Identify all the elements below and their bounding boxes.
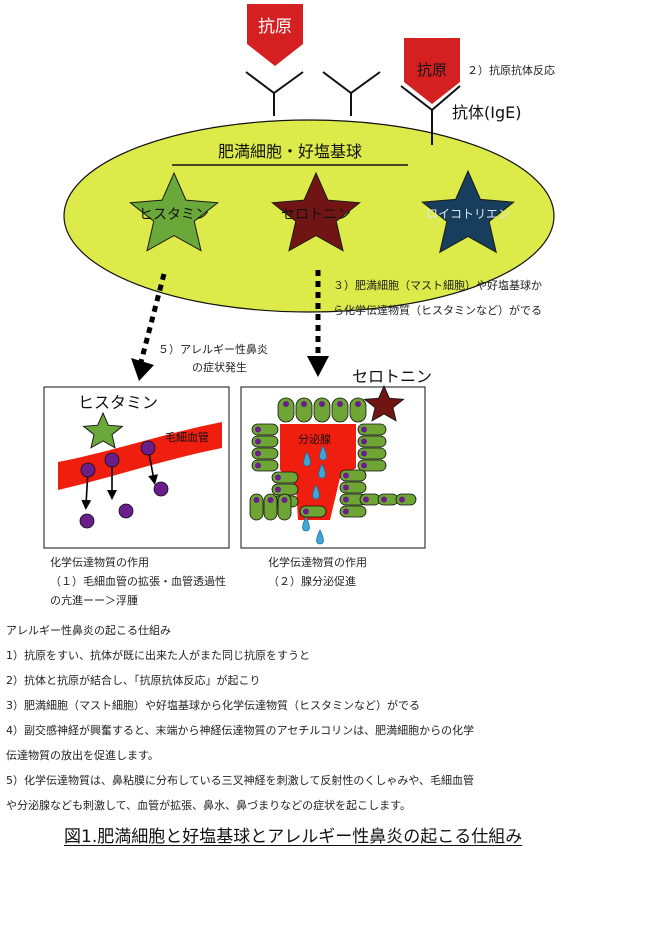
gland-cell-nucleus — [343, 496, 349, 503]
arrow-to-serotonin-head — [307, 356, 329, 377]
leukotriene-star-label: ロイコトリエン — [426, 207, 510, 221]
arrow-to-histamine-head — [131, 358, 154, 381]
figure-caption: 図1.肥満細胞と好塩基球とアレルギー性鼻炎の起こる仕組み — [64, 827, 523, 847]
caption-line: 化学伝達物質の作用 — [268, 556, 367, 569]
granule — [104, 452, 120, 468]
gland-cell — [263, 493, 278, 521]
caption-line: の亢進ーー＞浮腫 — [50, 594, 138, 607]
caption-line: （１）毛細血管の拡張・血管透過性 — [50, 575, 226, 588]
gland-cell-nucleus — [399, 496, 405, 503]
step3-line1: ３）肥満細胞（マスト細胞）や好塩基球か — [333, 278, 542, 292]
gland-cell-nucleus — [355, 401, 361, 407]
gland-cell-nucleus — [255, 426, 261, 433]
serotonin-box-caption: 化学伝達物質の作用 （２）腺分泌促進 — [268, 553, 367, 591]
gland-cell-nucleus — [337, 401, 343, 407]
gland-cell-nucleus — [281, 497, 288, 503]
granule — [118, 503, 134, 519]
arrow-to-histamine-box — [138, 273, 167, 363]
antibody-1 — [245, 71, 304, 116]
body-heading: アレルギー性鼻炎の起こる仕組み — [6, 624, 171, 637]
cell-label: 肥満細胞・好塩基球 — [218, 142, 362, 161]
caption-line: （２）腺分泌促進 — [268, 575, 356, 588]
histamine-star — [128, 171, 220, 252]
antigen-label-2: 抗原 — [417, 61, 447, 79]
droplet — [302, 516, 310, 532]
antigen-marker-2 — [404, 38, 460, 104]
gland-cell-nucleus — [343, 508, 349, 515]
secretion-droplets — [302, 445, 327, 545]
droplet — [312, 484, 320, 500]
serotonin-box-star — [363, 384, 405, 422]
gland-cell-nucleus — [361, 450, 367, 457]
gland-cell-nucleus — [319, 401, 325, 407]
droplet — [303, 451, 311, 467]
histamine-box-caption: 化学伝達物質の作用 （１）毛細血管の拡張・血管透過性 の亢進ーー＞浮腫 — [50, 553, 226, 610]
histamine-box-star — [82, 411, 124, 449]
gland-label: 分泌腺 — [298, 432, 331, 446]
gland-cell-nucleus — [255, 438, 261, 445]
granule — [80, 462, 96, 478]
gland-cell-nucleus — [363, 496, 369, 503]
gland-cell-nucleus — [275, 474, 281, 481]
droplet — [319, 445, 327, 461]
gland-cell-nucleus — [381, 496, 387, 503]
gland-cell-nucleus — [255, 462, 261, 469]
gland-cell-nucleus — [343, 472, 349, 479]
gland-cell-nucleus — [253, 497, 260, 503]
leukotriene-star — [421, 169, 515, 254]
capillary-label: 毛細血管 — [165, 430, 209, 444]
step2-label: ２）抗原抗体反応 — [467, 63, 555, 77]
antibody-2 — [322, 71, 381, 116]
serotonin-box-title: セロトニン — [352, 367, 432, 386]
gland-cell-nucleus — [283, 401, 289, 407]
granule — [153, 481, 169, 497]
gland-cell-nucleus — [303, 508, 309, 515]
antibody-3 — [400, 85, 461, 145]
body-line-6: 5）化学伝達物質は、鼻粘膜に分布している三叉神経を刺激して反射性のくしゃみや、毛… — [6, 774, 475, 787]
antigen-label-1: 抗原 — [258, 17, 292, 37]
gland-cell-nucleus — [275, 486, 281, 493]
gland-cell-nucleus — [361, 438, 367, 445]
gland-cell — [277, 397, 295, 423]
gland-cell — [249, 493, 264, 521]
body-line-4: 4）副交感神経が興奮すると、末端から神経伝達物質のアセチルコリンは、肥満細胞から… — [6, 724, 475, 737]
body-line-5: 伝達物質の放出を促進します。 — [6, 749, 159, 762]
body-line-1: 1）抗原をすい、抗体が既に出来た人がまた同じ抗原をすうと — [6, 649, 310, 662]
gland-cell-layer — [249, 397, 417, 521]
caption-line: 化学伝達物質の作用 — [50, 556, 149, 569]
droplet — [318, 463, 326, 479]
gland-cell — [313, 397, 331, 423]
gland-cell-nucleus — [267, 497, 274, 503]
gland-cell-nucleus — [301, 401, 307, 407]
granule — [140, 440, 156, 456]
droplet — [316, 529, 324, 545]
histamine-box-title: ヒスタミン — [78, 393, 158, 412]
gland-cell-nucleus — [361, 426, 367, 433]
gland-lumen — [280, 424, 356, 520]
body-line-2: 2）抗体と抗原が結合し、「抗原抗体反応」が起こり — [6, 674, 261, 687]
gland-cell-nucleus — [255, 450, 261, 457]
body-line-7: や分泌腺なども刺激して、血管が拡張、鼻水、鼻づまりなどの症状を起こします。 — [6, 799, 412, 812]
body-line-3: 3）肥満細胞（マスト細胞）や好塩基球から化学伝達物質（ヒスタミンなど）がでる — [6, 699, 420, 712]
granule — [79, 513, 95, 529]
capillary-vessel — [58, 422, 222, 490]
gland-cell — [295, 397, 313, 423]
histamine-star-label: ヒスタミン — [139, 207, 209, 223]
step5-line2: の症状発生 — [192, 360, 247, 374]
gland-cell — [331, 397, 349, 423]
antigen-marker-1 — [247, 4, 303, 66]
step3-line2: ら化学伝達物質（ヒスタミンなど）がでる — [333, 303, 542, 317]
gland-cell-nucleus — [343, 484, 349, 491]
gland-cell — [349, 397, 367, 423]
antibody-label: 抗体(IgE) — [452, 103, 521, 122]
serotonin-star-label: セロトニン — [281, 207, 351, 223]
gland-cell-nucleus — [361, 462, 367, 469]
serotonin-star — [270, 171, 362, 252]
step5-line1: ５）アレルギー性鼻炎 — [158, 342, 268, 356]
gland-cell — [277, 493, 292, 521]
